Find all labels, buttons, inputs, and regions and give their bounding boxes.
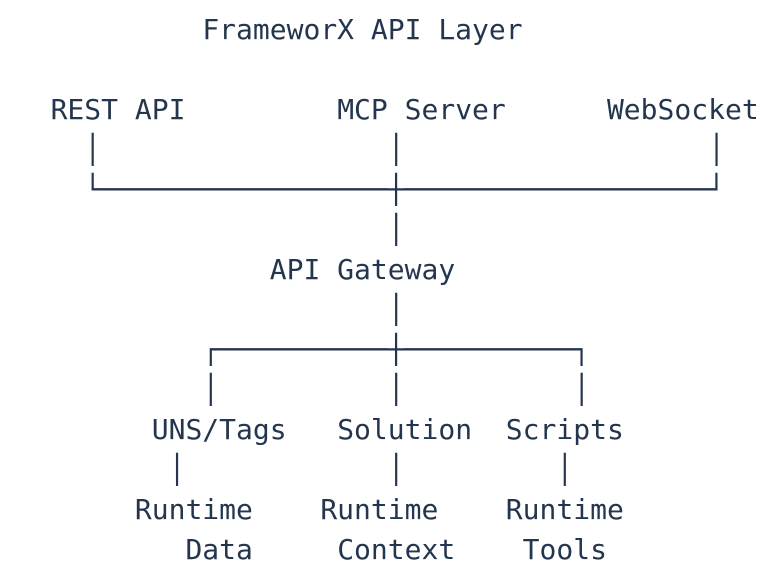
connector-pipe-solution-in: │ bbox=[387, 373, 405, 406]
connector-pipe-gateway-out: │ bbox=[387, 293, 405, 326]
node-uns-tags: UNS/Tags bbox=[151, 413, 287, 446]
connector-top-join: └─────────────────┼──────────────────┘ bbox=[84, 173, 725, 206]
connector-pipe-uns-out: │ bbox=[168, 453, 186, 486]
node-rest-api: REST API bbox=[50, 93, 186, 126]
node-runtime-tools-line1: Runtime bbox=[505, 493, 624, 526]
connector-pipe-scripts-out: │ bbox=[556, 453, 574, 486]
connector-pipe-uns-in: │ bbox=[202, 373, 220, 406]
node-runtime-data-line2: Data bbox=[185, 533, 253, 566]
node-mcp-server: MCP Server bbox=[337, 93, 506, 126]
node-scripts: Scripts bbox=[505, 413, 624, 446]
connector-pipe-scripts-in: │ bbox=[573, 373, 591, 406]
node-api-gateway: API Gateway bbox=[269, 253, 456, 286]
connector-pipe-solution-out: │ bbox=[387, 453, 405, 486]
node-runtime-context-line1: Runtime bbox=[320, 493, 439, 526]
node-runtime-tools-line2: Tools bbox=[522, 533, 607, 566]
connector-pipe-mcp-server: │ bbox=[387, 133, 405, 166]
connector-pipe-gateway-in: │ bbox=[387, 213, 405, 246]
connector-pipe-websocket: │ bbox=[708, 133, 725, 166]
node-websocket: WebSocket bbox=[606, 93, 759, 126]
diagram-title: FrameworX API Layer bbox=[202, 13, 523, 46]
node-runtime-context-line2: Context bbox=[337, 533, 456, 566]
connector-bottom-join: ┌──────────┼──────────┐ bbox=[202, 333, 591, 366]
connector-pipe-rest-api: │ bbox=[84, 133, 102, 166]
node-solution: Solution bbox=[337, 413, 473, 446]
node-runtime-data-line1: Runtime bbox=[134, 493, 253, 526]
